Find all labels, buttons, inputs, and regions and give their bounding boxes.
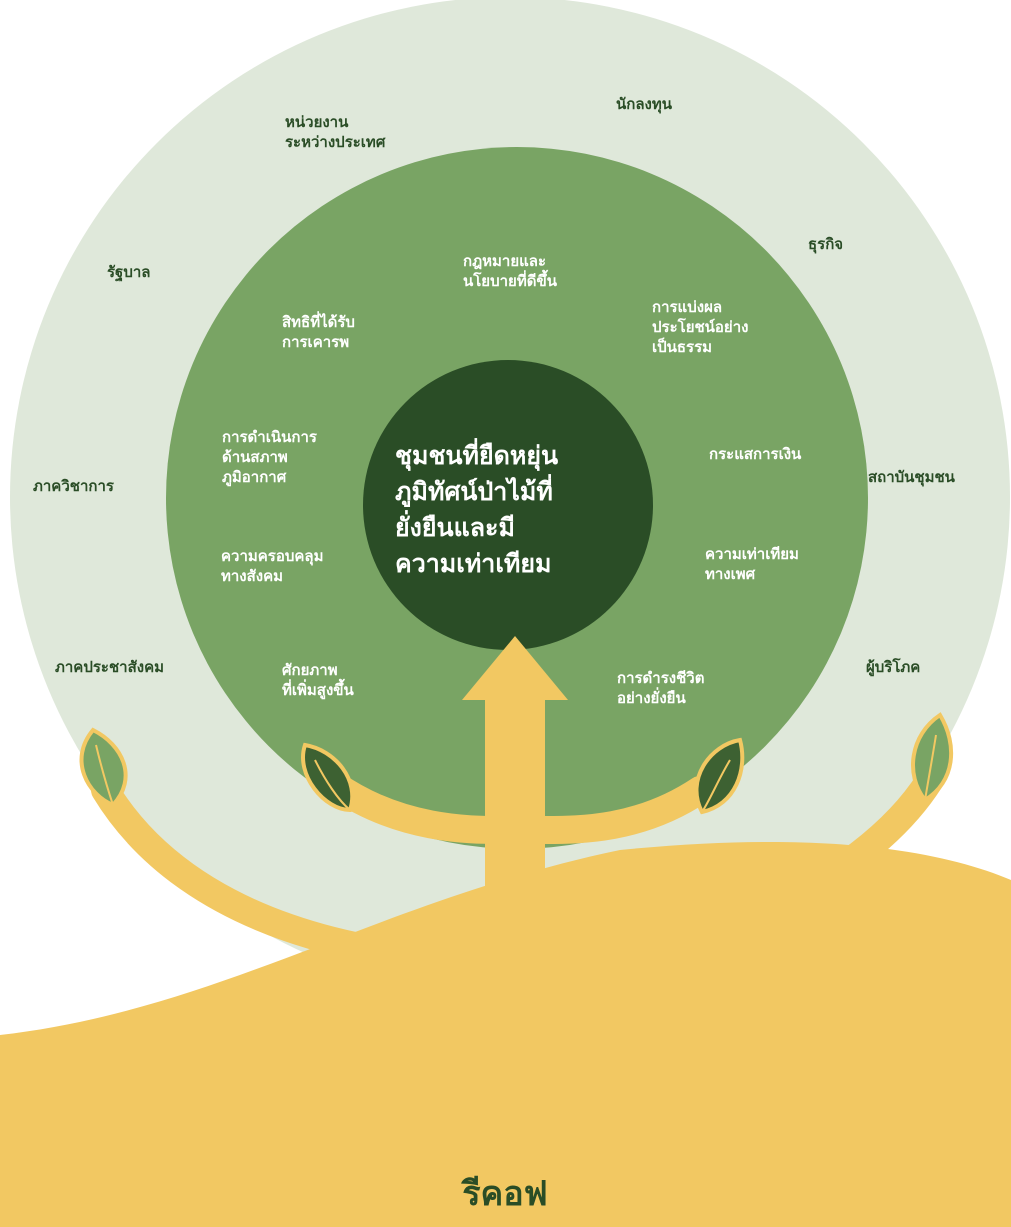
- label-financial-flows: กระแสการเงิน: [709, 445, 802, 463]
- label-sustainable-livelihoods: การดำรงชีวิต อย่างยั่งยืน: [617, 669, 705, 707]
- label-government: รัฐบาล: [107, 263, 151, 281]
- label-academia: ภาควิชาการ: [33, 477, 114, 495]
- label-laws-and-policies: กฎหมายและ นโยบายที่ดีขึ้น: [463, 252, 557, 290]
- label-international-agencies: หน่วยงาน ระหว่างประเทศ: [285, 113, 386, 151]
- center-circle: [363, 360, 653, 650]
- center-title: ชุมชนที่ยืดหยุ่น ภูมิทัศน์ป่าไม้ที่ ยั่ง…: [395, 441, 559, 578]
- arrow-head: [462, 636, 568, 700]
- leaf-icon: [694, 737, 745, 815]
- label-civil-society: ภาคประชาสังคม: [55, 658, 164, 676]
- leaf-icon: [79, 727, 128, 808]
- label-climate-action: การดำเนินการ ด้านสภาพ ภูมิอากาศ: [222, 428, 317, 486]
- label-respected-rights: สิทธิที่ได้รับ การเคารพ: [282, 313, 355, 351]
- trunk: [485, 700, 545, 1170]
- label-consumers: ผู้บริโภค: [866, 658, 921, 676]
- label-business: ธุรกิจ: [808, 235, 844, 253]
- label-benefit-sharing: การแบ่งผล ประโยชน์อย่าง เป็นธรรม: [652, 298, 749, 356]
- label-community-institutions: สถาบันชุมชน: [868, 468, 955, 486]
- label-social-inclusion: ความครอบคลุม ทางสังคม: [221, 547, 324, 585]
- label-investors: นักลงทุน: [616, 95, 672, 113]
- leaf-icon: [301, 742, 355, 813]
- organization-name: รีคอฟ: [462, 1174, 548, 1214]
- label-increased-capacity: ศักยภาพ ที่เพิ่มสูงขึ้น: [282, 661, 354, 699]
- label-gender-equality: ความเท่าเทียม ทางเพศ: [705, 545, 799, 583]
- leaf-icon: [911, 712, 954, 803]
